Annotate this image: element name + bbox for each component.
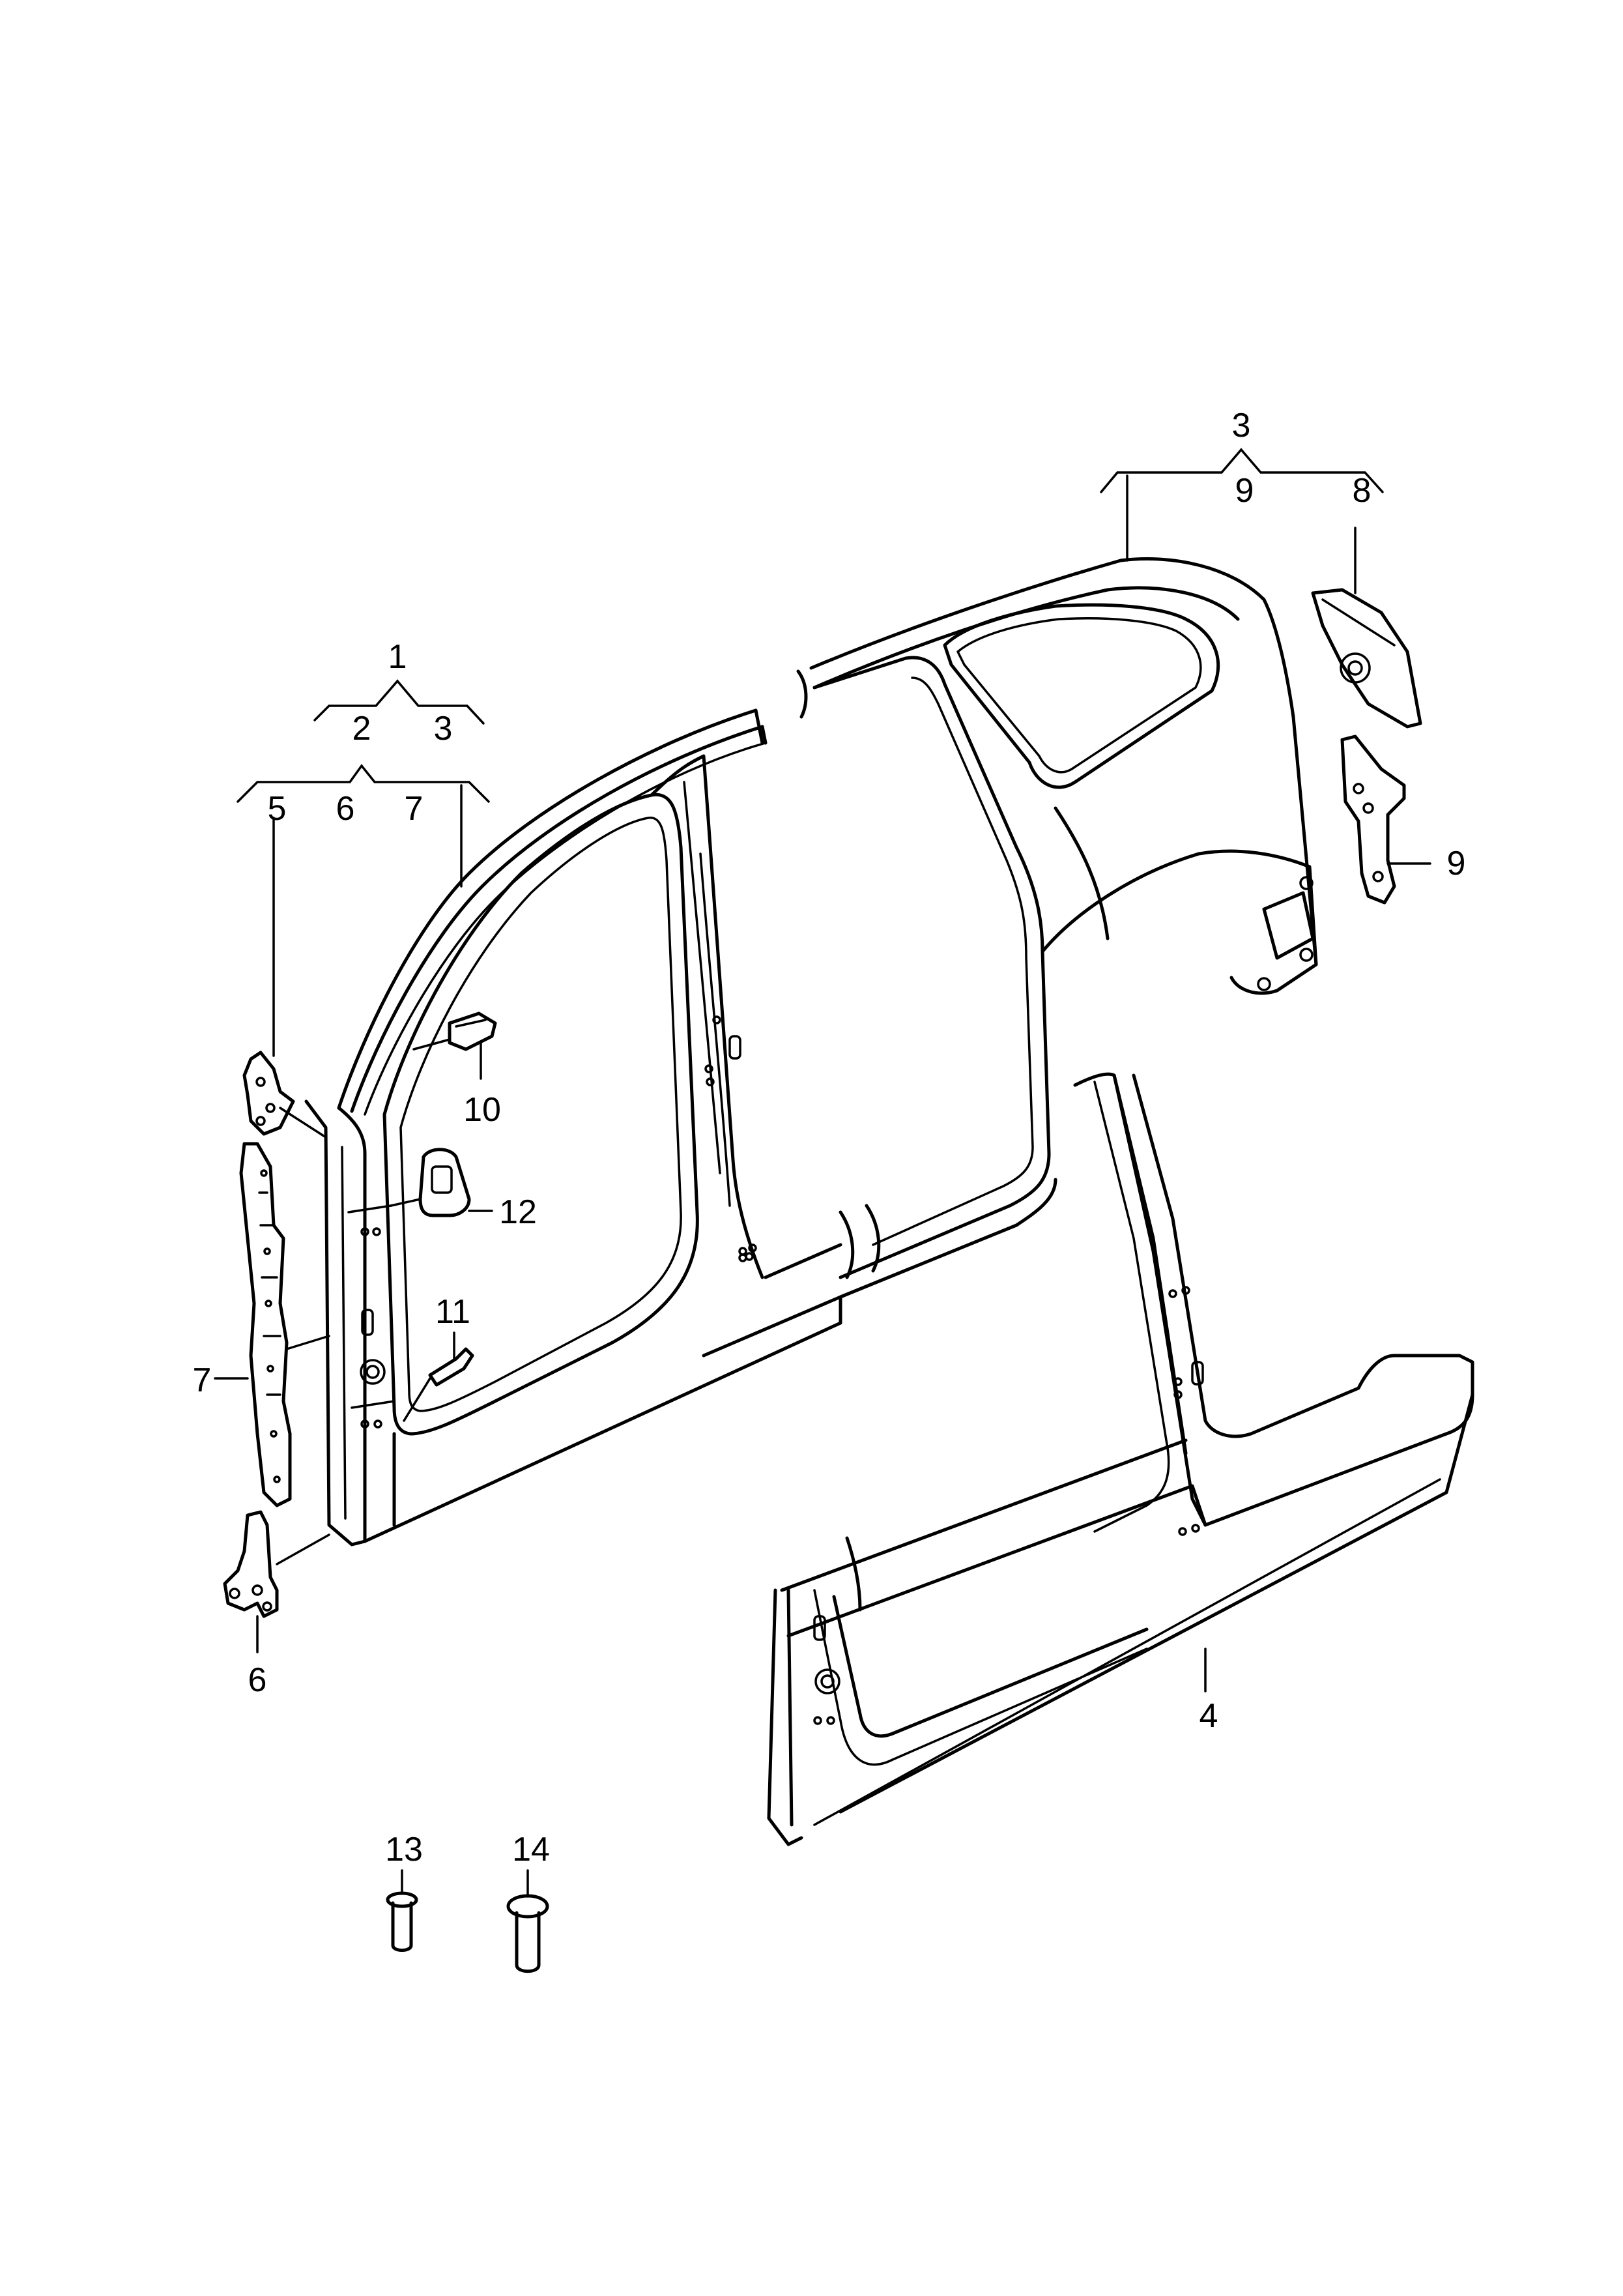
leader-11b — [403, 1377, 431, 1422]
label-12: 12 — [499, 1193, 537, 1231]
label-11: 11 — [435, 1293, 470, 1331]
label-7: 7 — [193, 1361, 212, 1399]
sill-panel — [767, 1072, 1474, 1846]
label-tree-3 — [1100, 448, 1384, 594]
label-3-front: 3 — [434, 710, 453, 748]
label-7-tree: 7 — [405, 790, 424, 828]
label-13: 13 — [385, 1831, 423, 1868]
label-5: 5 — [268, 790, 287, 828]
leader-7b — [285, 1335, 330, 1350]
label-9-tree: 9 — [1235, 472, 1254, 510]
part-12-plate — [418, 1148, 471, 1217]
leader-10b — [412, 1038, 451, 1051]
part-6-bracket — [223, 1510, 279, 1618]
label-4: 4 — [1199, 1697, 1218, 1735]
label-3-rear: 3 — [1232, 407, 1251, 444]
label-1: 1 — [388, 638, 407, 676]
label-2: 2 — [352, 710, 371, 748]
label-9: 9 — [1447, 845, 1466, 882]
leader-12b — [390, 1198, 422, 1207]
part-11-clip — [428, 1347, 474, 1387]
label-8: 8 — [1353, 472, 1372, 510]
label-6: 6 — [248, 1661, 267, 1699]
label-10: 10 — [463, 1091, 501, 1129]
part-10-clip — [448, 1011, 497, 1051]
label-6-tree: 6 — [336, 790, 355, 828]
leader-6b — [276, 1533, 330, 1565]
label-14: 14 — [512, 1831, 550, 1868]
part-7-reinforcement — [239, 1142, 292, 1507]
part-8-housing — [1311, 588, 1422, 729]
label-tree-1 — [237, 679, 490, 1139]
part-13-rivet — [386, 1891, 418, 1952]
rear-quarter-panel — [738, 557, 1318, 1299]
part-14-rivet — [506, 1894, 549, 1973]
part-9-bracket — [1340, 734, 1406, 905]
part-5-bracket — [242, 1051, 295, 1136]
front-side-panel — [304, 708, 842, 1547]
